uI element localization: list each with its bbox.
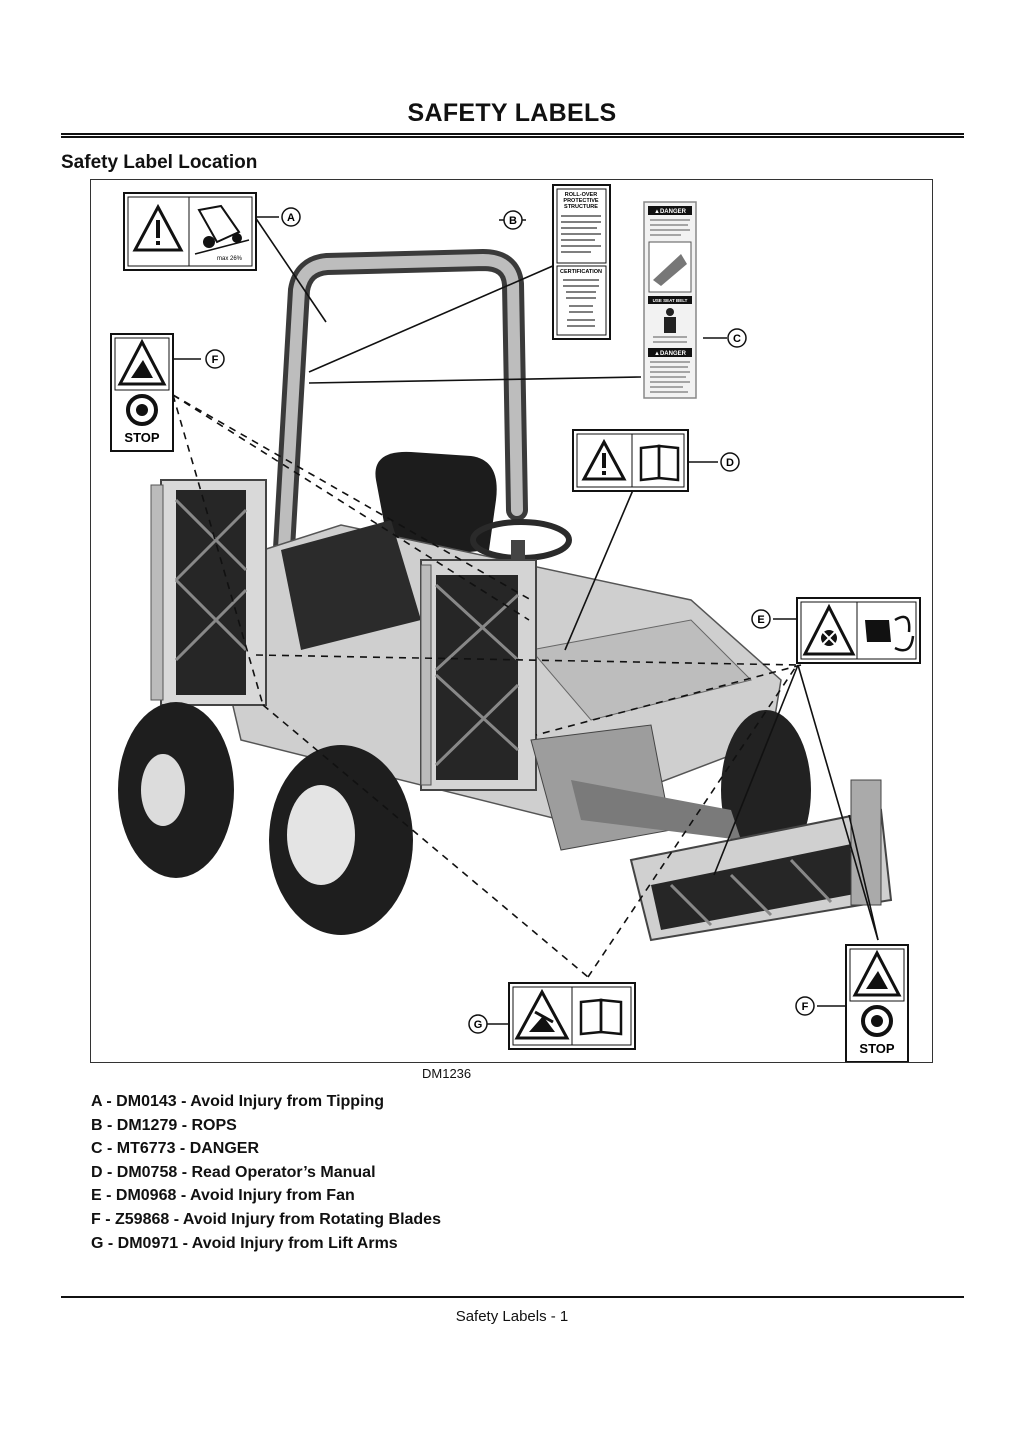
legend-item-b: B - DM1279 - ROPS	[91, 1116, 237, 1134]
safety-label-figure: max 26% ROLL-OVER PROTECTIVE STRUCTURE C…	[90, 179, 933, 1063]
svg-text:PROTECTIVE: PROTECTIVE	[563, 198, 598, 204]
warning-triangle-icon	[132, 203, 184, 252]
label-d-read-manual	[572, 429, 689, 492]
footer-rule	[61, 1296, 964, 1298]
callout-e: E	[751, 609, 771, 629]
page-footer: Safety Labels - 1	[455, 1308, 569, 1325]
label-e-fan	[796, 597, 921, 664]
callout-b: B	[503, 210, 523, 230]
legend-item-g: G - DM0971 - Avoid Injury from Lift Arms	[91, 1234, 398, 1252]
svg-text:B: B	[509, 215, 517, 227]
stop-sign-icon: STOP	[859, 1005, 895, 1056]
title-double-rule	[61, 133, 964, 138]
svg-text:CERTIFICATION: CERTIFICATION	[560, 269, 602, 275]
label-b-rops: ROLL-OVER PROTECTIVE STRUCTURE CERTIFICA…	[552, 184, 611, 340]
svg-text:F: F	[802, 1001, 809, 1013]
callout-f-right: F	[795, 996, 815, 1016]
callout-f-left: F	[205, 349, 225, 369]
label-legend: A - DM0143 - Avoid Injury from Tipping B…	[91, 1090, 441, 1255]
svg-text:A: A	[287, 212, 295, 224]
rotating-blade-icon	[117, 338, 167, 386]
section-heading: Safety Label Location	[61, 152, 258, 173]
svg-text:ROLL-OVER: ROLL-OVER	[565, 192, 597, 198]
svg-text:max 26%: max 26%	[217, 256, 243, 262]
svg-text:C: C	[733, 333, 741, 345]
leader-lines	[173, 216, 846, 1025]
svg-text:STRUCTURE: STRUCTURE	[564, 204, 598, 210]
svg-text:STOP: STOP	[859, 1041, 894, 1056]
callout-g: G	[468, 1014, 488, 1034]
figure-id: DM1236	[422, 1066, 472, 1081]
legend-item-e: E - DM0968 - Avoid Injury from Fan	[91, 1187, 355, 1205]
svg-text:G: G	[474, 1019, 483, 1031]
callout-c: C	[727, 328, 747, 348]
label-a-tipping: max 26%	[123, 192, 257, 271]
label-g-lift-arms	[508, 982, 636, 1050]
tipping-mower-icon	[194, 204, 250, 255]
mower-illustration	[118, 248, 893, 942]
manual-book-icon	[639, 444, 680, 482]
legend-item-c: C - MT6773 - DANGER	[91, 1140, 260, 1158]
label-f-left-blades: STOP	[110, 333, 174, 452]
svg-text:▲DANGER: ▲DANGER	[654, 209, 687, 215]
warning-triangle-icon	[581, 438, 627, 481]
svg-text:STOP: STOP	[124, 430, 159, 445]
svg-text:F: F	[212, 354, 219, 366]
label-c-danger: ▲DANGER USE SEAT BELT ▲DANGER	[643, 201, 697, 399]
dashed-leader-lines	[172, 394, 802, 978]
solid-leader-lines-right	[713, 664, 879, 941]
legend-item-a: A - DM0143 - Avoid Injury from Tipping	[91, 1093, 385, 1110]
callout-a: A	[281, 207, 301, 227]
fan-hand-icon	[802, 603, 856, 656]
page-title: SAFETY LABELS	[407, 99, 617, 127]
callout-d: D	[720, 452, 740, 472]
svg-text:D: D	[726, 457, 734, 469]
rotating-blade-icon	[852, 949, 902, 997]
stop-sign-icon: STOP	[124, 394, 160, 445]
lift-arm-icon	[514, 988, 570, 1040]
svg-text:E: E	[757, 614, 764, 626]
svg-text:▲DANGER: ▲DANGER	[654, 351, 687, 357]
manual-book-icon	[579, 998, 623, 1036]
legend-item-f: F - Z59868 - Avoid Injury from Rotating …	[91, 1210, 441, 1228]
label-f-right-blades: STOP	[845, 944, 909, 1062]
legend-item-d: D - DM0758 - Read Operator’s Manual	[91, 1163, 376, 1181]
svg-text:USE SEAT BELT: USE SEAT BELT	[653, 298, 688, 303]
seat-belt-icon	[664, 308, 676, 333]
